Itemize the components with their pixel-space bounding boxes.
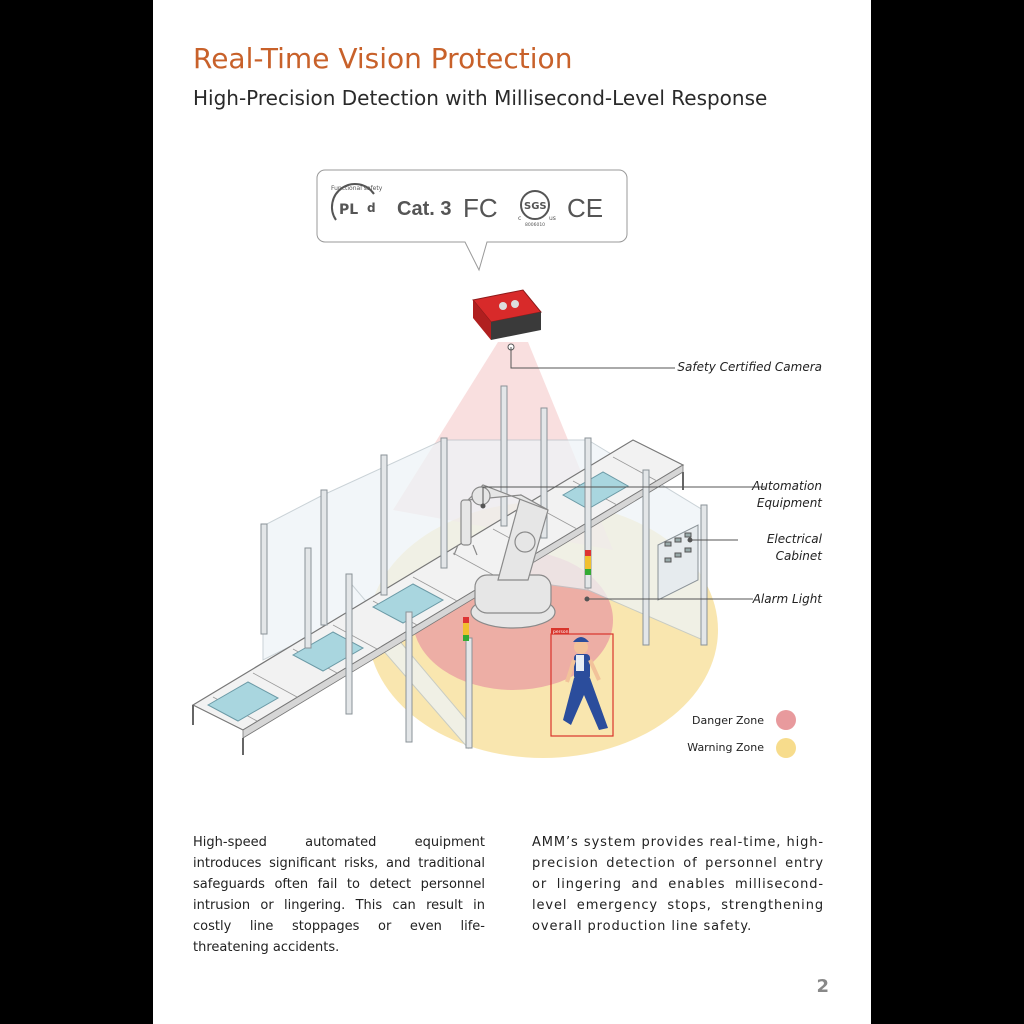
callout-alarm-text: Alarm Light: [752, 592, 822, 606]
cat-3-icon: Cat. 3: [397, 198, 451, 220]
electrical-cabinet: [657, 524, 699, 601]
detection-box: [550, 633, 614, 737]
fcc-icon: FC: [463, 193, 498, 223]
page-subtitle: High-Precision Detection with Millisecon…: [193, 86, 768, 110]
safety-zone-illustration: person Functional safety: [191, 169, 765, 758]
legend-danger-label: Danger Zone: [692, 714, 764, 727]
safety-camera: [472, 289, 542, 351]
sgs-c-text: c: [518, 215, 521, 222]
legend-warning-label: Warning Zone: [687, 741, 764, 754]
pl-level-text: d: [367, 201, 376, 215]
sgs-us-icon: SGS c us 8006010: [518, 190, 556, 228]
callout-cabinet-line2: Cabinet: [775, 549, 822, 563]
worker-figure: person: [550, 628, 614, 737]
legend-danger-dot: [776, 710, 796, 730]
document-page: Real-Time Vision Protection High-Precisi…: [153, 0, 871, 1024]
sgs-code-text: 8006010: [525, 222, 545, 228]
alarm-light-left: [463, 617, 469, 641]
callout-safety-camera-text: Safety Certified Camera: [677, 360, 822, 374]
page-number: 2: [816, 976, 829, 997]
pl-mark-text: PL: [339, 202, 358, 218]
functional-safety-pl-d-icon: Functional safety PL d: [331, 182, 383, 221]
pl-arc-text: Functional safety: [331, 185, 383, 192]
sgs-text: SGS: [524, 201, 547, 212]
callout-automation-line2: Equipment: [756, 496, 822, 510]
legend-warning-dot: [776, 738, 796, 758]
page-title: Real-Time Vision Protection: [193, 42, 573, 75]
callout-automation-equipment: Automation Equipment: [713, 478, 822, 512]
robot-arm: [453, 484, 556, 629]
ce-icon: CE: [567, 193, 603, 223]
callout-cabinet-line1: Electrical: [766, 532, 822, 546]
callout-electrical-cabinet: Electrical Cabinet: [713, 531, 822, 565]
body-paragraph-left: High-speed automated equipment introduce…: [193, 835, 485, 955]
callout-alarm-light: Alarm Light: [713, 591, 822, 608]
certification-badges: Functional safety PL d Cat. 3 FC SGS c u…: [316, 169, 628, 272]
callout-safety-camera: Safety Certified Camera: [633, 359, 822, 376]
callout-automation-line1: Automation: [752, 479, 822, 493]
detection-tag-label: person: [553, 629, 569, 635]
sgs-us-text: us: [549, 215, 556, 222]
alarm-light-right: [585, 550, 591, 575]
callout-leaders: [480, 347, 765, 602]
body-paragraph-right: AMM’s system provides real-time, high-pr…: [532, 835, 824, 934]
detection-tag: [551, 628, 569, 634]
enclosure-posts: [260, 385, 708, 749]
